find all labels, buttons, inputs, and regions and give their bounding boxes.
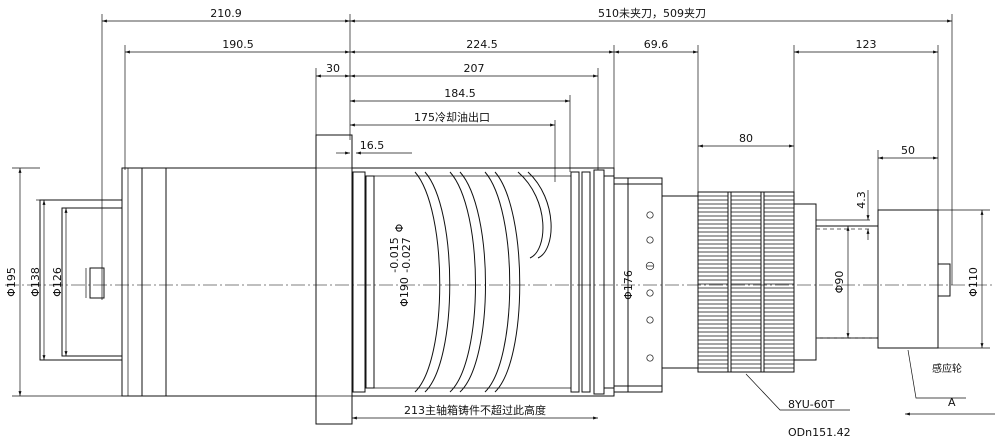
dim-phi-190: Φ190	[398, 277, 411, 307]
dim-phi-110: Φ110	[967, 267, 980, 297]
dim-16-5: 16.5	[360, 139, 385, 152]
front-flange	[613, 177, 699, 393]
dim-184-5: 184.5	[444, 87, 476, 100]
dim-30: 30	[326, 62, 340, 75]
view-a-label: A	[948, 396, 956, 409]
dim-tol-lower: -0.027	[400, 237, 413, 272]
dimension-lines	[12, 19, 995, 420]
extension-lines	[101, 14, 953, 300]
dim-phi-138: Φ138	[29, 267, 42, 297]
dim-total: 510未夹刀，509夹刀	[598, 7, 706, 20]
dim-phi-176: Φ176	[622, 270, 635, 300]
dim-190-5: 190.5	[222, 38, 254, 51]
dim-213: 213主轴箱铸件不超过此高度	[404, 403, 546, 417]
pulley-label: 8YU-60T	[788, 398, 835, 411]
labels: 8YU-60T ODn151.42 感应轮 A	[788, 362, 962, 439]
pulley	[697, 191, 795, 373]
dim-123: 123	[856, 38, 877, 51]
dim-phi-90: Φ90	[833, 271, 846, 294]
dim-175: 175冷却油出口	[414, 110, 490, 124]
dim-phi-126: Φ126	[51, 267, 64, 297]
dim-50: 50	[901, 144, 915, 157]
datum-symbol: Φ	[393, 223, 406, 232]
spindle-body	[351, 167, 615, 397]
dim-210-9: 210.9	[210, 7, 242, 20]
dim-4-3: 4.3	[855, 191, 868, 209]
rear-housing	[39, 134, 353, 425]
dim-207: 207	[464, 62, 485, 75]
dim-80: 80	[739, 132, 753, 145]
dimension-texts: 210.9 510未夹刀，509夹刀 190.5 224.5 69.6 123 …	[5, 7, 980, 417]
sensor-wheel-label: 感应轮	[932, 362, 962, 375]
dim-224-5: 224.5	[466, 38, 498, 51]
dim-69-6: 69.6	[644, 38, 669, 51]
pulley-od-label: ODn151.42	[788, 426, 851, 439]
dim-tol-upper: -0.015	[388, 237, 401, 272]
dim-phi-195: Φ195	[5, 267, 18, 297]
nose-shaft	[793, 203, 951, 361]
